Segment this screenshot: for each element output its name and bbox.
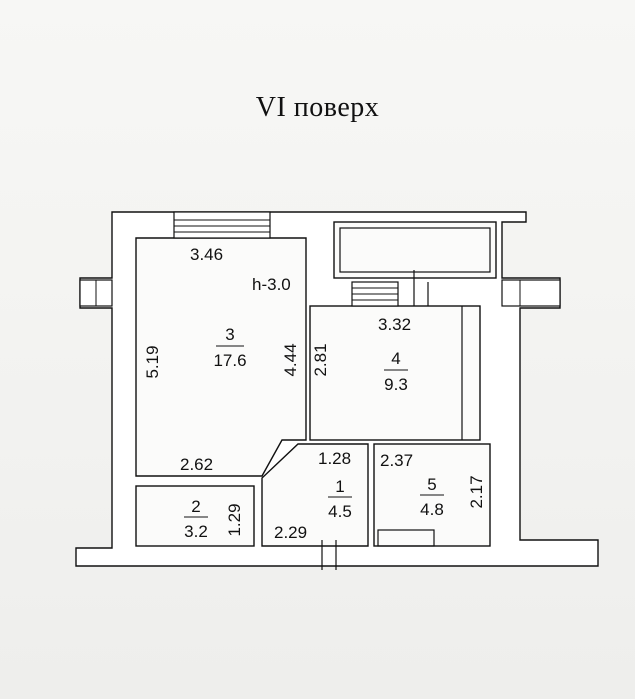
- dim-room5-right: 2.17: [467, 475, 486, 508]
- room-2-label: 2 3.2: [184, 497, 208, 541]
- window-room4: [351, 270, 429, 307]
- room-1-area: 4.5: [328, 502, 352, 521]
- entrance-door: [321, 540, 337, 570]
- dim-room3-left: 5.19: [143, 345, 162, 378]
- dim-room4-top: 3.32: [378, 315, 411, 334]
- room-3-label: 3 17.6: [213, 325, 246, 370]
- dim-room5-top: 2.37: [380, 451, 413, 470]
- room-4-label: 4 9.3: [384, 349, 408, 394]
- room-5-area: 4.8: [420, 500, 444, 519]
- dim-room1-top: 1.28: [318, 449, 351, 468]
- dim-room3-right: 4.44: [281, 343, 300, 376]
- room-5-number: 5: [427, 475, 436, 494]
- room-5-fixture: [377, 529, 435, 547]
- height-label: h-3.0: [252, 275, 291, 294]
- dim-room1-bottom: 2.29: [274, 523, 307, 542]
- dim-room4-left: 2.81: [311, 343, 330, 376]
- room-4-area: 9.3: [384, 375, 408, 394]
- room-3-number: 3: [225, 325, 234, 344]
- room-3-area: 17.6: [213, 351, 246, 370]
- dim-room3-bottom: 2.62: [180, 455, 213, 474]
- room-1-label: 1 4.5: [328, 477, 352, 521]
- service-block-inner: [339, 227, 491, 273]
- room-3: [135, 237, 307, 477]
- room-4-number: 4: [391, 349, 400, 368]
- service-block: [333, 221, 497, 279]
- room-5-label: 5 4.8: [420, 475, 444, 519]
- room-2-number: 2: [191, 497, 200, 516]
- room-1-number: 1: [335, 477, 344, 496]
- room-4: [309, 305, 481, 441]
- dim-room3-top: 3.46: [190, 245, 223, 264]
- window-left: [79, 279, 113, 307]
- dim-room2-right: 1.29: [225, 503, 244, 536]
- room-1: [261, 443, 369, 547]
- floor-title: VI поверх: [255, 92, 380, 123]
- window-right: [501, 279, 561, 307]
- room-2-area: 3.2: [184, 522, 208, 541]
- room-2: [135, 485, 255, 547]
- window-room3: [173, 211, 271, 239]
